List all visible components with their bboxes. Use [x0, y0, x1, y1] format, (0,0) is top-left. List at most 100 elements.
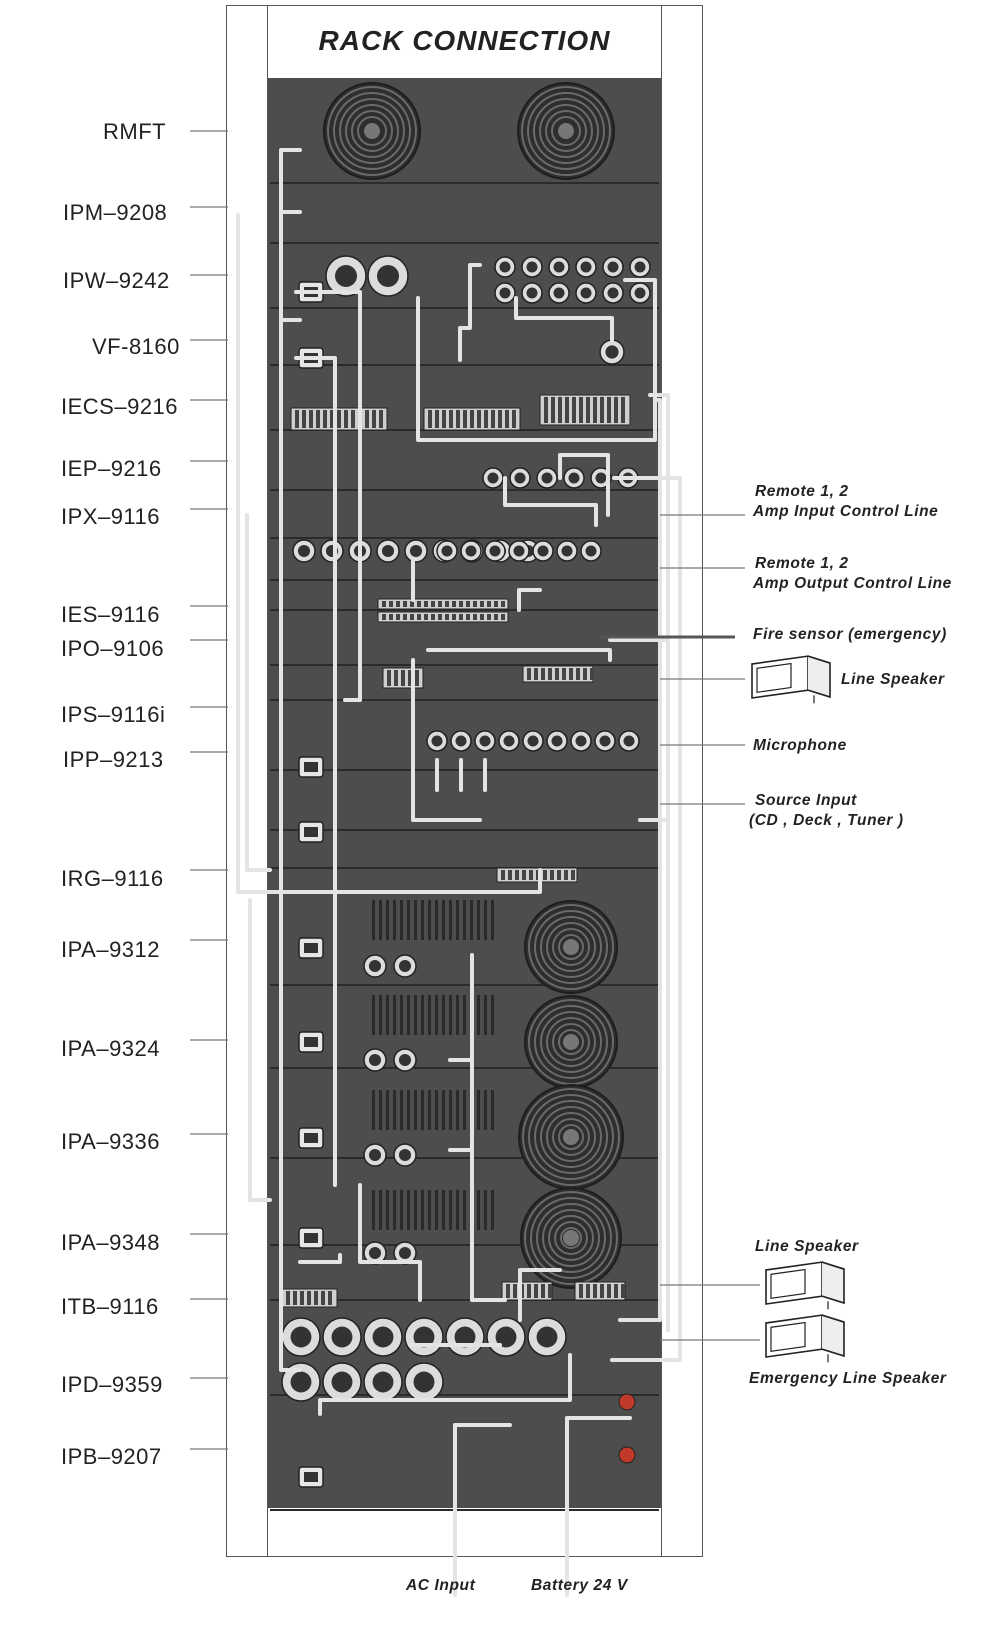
- heatsink-fin: [449, 1190, 452, 1230]
- terminal-strip-pin: [431, 601, 435, 607]
- jack-core: [568, 472, 580, 484]
- heatsink-fin: [393, 900, 396, 940]
- input-jack-core: [607, 261, 619, 273]
- terminal-strip-pin: [501, 601, 505, 607]
- power-outlet-core: [290, 1371, 312, 1393]
- heatsink-fin: [400, 1090, 403, 1130]
- heatsink-fin: [414, 1190, 417, 1230]
- fan-ring: [339, 98, 405, 164]
- terminal-strip-pin: [431, 614, 435, 620]
- fan-ring: [551, 116, 581, 146]
- cable: [294, 356, 337, 742]
- unit-label-ipb-9207: IPB–9207: [61, 1444, 162, 1469]
- heatsink-fin: [372, 1190, 375, 1230]
- power-outlet-core: [372, 1371, 394, 1393]
- xlr-connector-core: [335, 265, 357, 287]
- terminal-strip-pin: [344, 410, 348, 428]
- heatsink-fin: [456, 1190, 459, 1230]
- mic-jack-core: [455, 735, 467, 747]
- heatsink-fin: [442, 995, 445, 1035]
- mic-jack-core: [527, 735, 539, 747]
- terminal-strip-pin: [473, 601, 477, 607]
- mic-jack-core: [599, 735, 611, 747]
- cable: [618, 398, 662, 1322]
- fan-ring: [533, 98, 599, 164]
- heatsink-fin: [393, 1190, 396, 1230]
- heatsink-fin: [407, 900, 410, 940]
- terminal-strip-pin: [576, 668, 580, 680]
- power-inlet-socket: [304, 1133, 318, 1143]
- unit-label-ipa-9324: IPA–9324: [61, 1036, 161, 1061]
- terminal-strip-pin: [321, 1291, 325, 1305]
- diagram-title: RACK CONNECTION: [318, 25, 611, 56]
- heatsink-fin: [372, 900, 375, 940]
- cable: [608, 638, 670, 822]
- terminal-strip-pin: [487, 614, 491, 620]
- input-jack-core: [580, 261, 592, 273]
- terminal-strip-pin: [508, 870, 512, 880]
- terminal-strip-pin: [351, 410, 355, 428]
- cable: [514, 296, 614, 342]
- heatsink-fin: [421, 900, 424, 940]
- xlr-connector-core: [489, 545, 501, 557]
- power-inlet-socket: [304, 1472, 318, 1482]
- xlr-connector-core: [605, 345, 619, 359]
- heatsink-fin: [379, 1090, 382, 1130]
- unit-label-irg-9116: IRG–9116: [61, 866, 164, 891]
- heatsink-fin: [414, 900, 417, 940]
- terminal-strip-pin: [515, 870, 519, 880]
- unit-label-ipa-9312: IPA–9312: [61, 937, 161, 962]
- terminal-strip-pin: [394, 670, 398, 686]
- input-jack-core: [499, 287, 511, 299]
- xlr-connector-core: [561, 545, 573, 557]
- heatsink-fin: [386, 1090, 389, 1130]
- xlr-connector-core: [441, 545, 453, 557]
- mic-jack-core: [431, 735, 443, 747]
- terminal-strip-pin: [544, 397, 548, 423]
- power-inlet-socket: [304, 827, 318, 837]
- terminal-strip-pin: [328, 1291, 332, 1305]
- heatsink-fin: [484, 900, 487, 940]
- input-jack-core: [553, 287, 565, 299]
- cable: [411, 658, 482, 822]
- terminal-strip-pin: [548, 668, 552, 680]
- power-outlet-core: [413, 1326, 435, 1348]
- terminal-strip-pin: [562, 668, 566, 680]
- terminal-strip-pin: [314, 1291, 318, 1305]
- annotation-source-input-line2: (CD , Deck , Tuner ): [749, 812, 904, 829]
- terminal-strip-pin: [513, 1284, 517, 1298]
- input-jack-core: [634, 261, 646, 273]
- cable: [358, 1183, 422, 1302]
- cable: [298, 1253, 342, 1264]
- fan-ring: [327, 86, 417, 176]
- battery-terminal: [618, 1446, 636, 1464]
- terminal-strip-pin: [484, 410, 488, 428]
- annotation-line-speaker-top: Line Speaker: [841, 671, 945, 688]
- cable: [279, 148, 302, 162]
- heatsink-fin: [421, 995, 424, 1035]
- annotation-line-speaker-bottom: Line Speaker: [755, 1238, 859, 1255]
- cable: [610, 476, 682, 1362]
- terminal-strip-pin: [466, 614, 470, 620]
- terminal-strip-pin: [449, 410, 453, 428]
- terminal-strip-pin: [564, 870, 568, 880]
- terminal-strip-pin: [569, 668, 573, 680]
- heatsink-fin: [386, 1190, 389, 1230]
- heatsink-fin: [484, 1090, 487, 1130]
- terminal-strip-pin: [593, 1284, 597, 1298]
- terminal-strip-pin: [286, 1291, 290, 1305]
- input-jack-core: [499, 261, 511, 273]
- heatsink-fin: [456, 1090, 459, 1130]
- terminal-strip-pin: [452, 601, 456, 607]
- loudspeaker-icon: [765, 1261, 845, 1310]
- speaker-grille: [770, 1321, 806, 1352]
- terminal-strip: [377, 598, 509, 610]
- terminal-strip-pin: [534, 1284, 538, 1298]
- terminal-strip-pin: [487, 601, 491, 607]
- power-outlet-core: [331, 1371, 353, 1393]
- terminal-strip-pin: [571, 870, 575, 880]
- terminal-strip-pin: [543, 870, 547, 880]
- terminal-strip-pin: [337, 410, 341, 428]
- terminal-strip-pin: [607, 1284, 611, 1298]
- mic-jack-core: [551, 735, 563, 747]
